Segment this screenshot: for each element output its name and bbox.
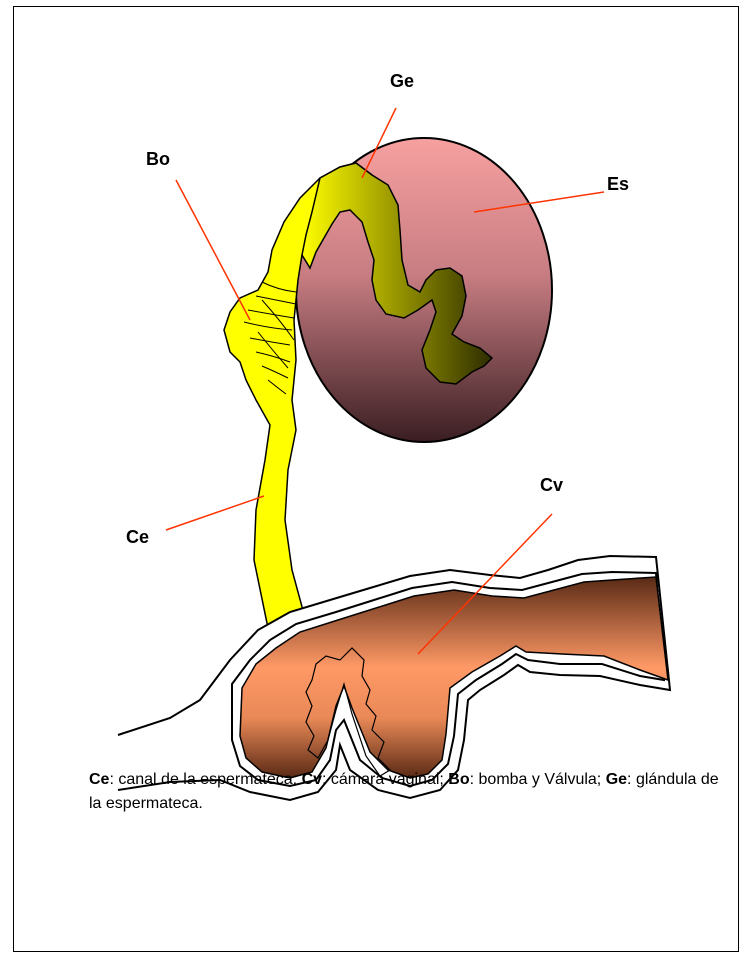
label-es: Es — [607, 174, 629, 194]
caption-text-cv: : cámara vaginal; — [322, 771, 448, 788]
caption-text-ce: : canal de la espermateca; — [109, 771, 301, 788]
caption-term-cv: Cv — [302, 771, 322, 788]
label-cv: Cv — [540, 475, 563, 495]
caption-term-ge: Ge — [606, 771, 627, 788]
caption-term-ce: Ce — [89, 771, 109, 788]
label-bo: Bo — [146, 149, 170, 169]
caption-term-bo: Bo — [448, 771, 469, 788]
leader-ce — [166, 496, 264, 530]
caption-text-bo: : bomba y Válvula; — [470, 771, 606, 788]
leader-bo — [176, 180, 250, 320]
label-ge: Ge — [390, 71, 414, 91]
label-ce: Ce — [126, 527, 149, 547]
figure-caption: Ce: canal de la espermateca; Cv: cámara … — [89, 768, 729, 816]
